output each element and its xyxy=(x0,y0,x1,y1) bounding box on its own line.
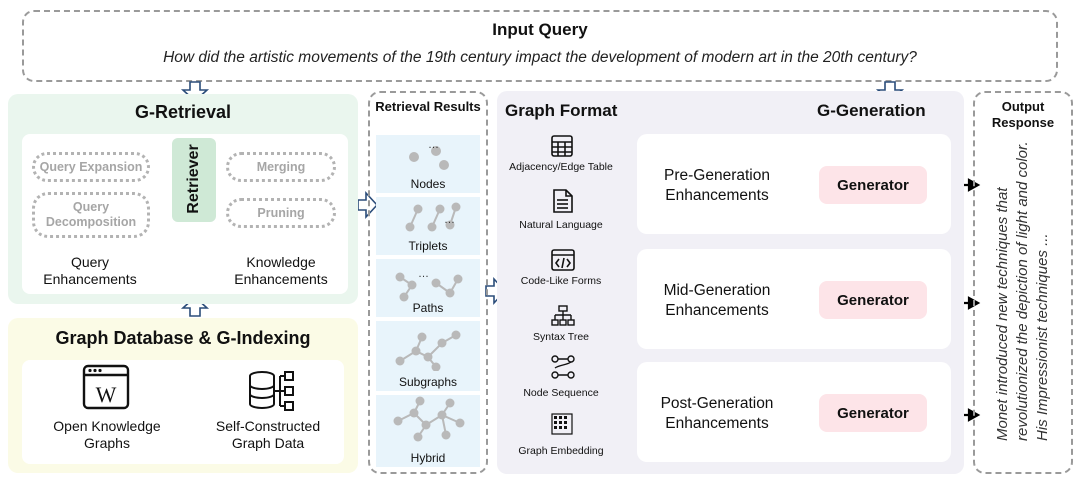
output-response-panel: Output Response xyxy=(973,91,1073,474)
g-retrieval-title: G-Retrieval xyxy=(134,102,232,122)
graph-database-panel: Graph Database & G-Indexing W Open Knowl… xyxy=(8,318,358,473)
g-retrieval-panel: G-Retrieval Query Expansion Query Decomp… xyxy=(8,94,358,304)
merging-pill: Merging xyxy=(226,152,336,182)
graph-database-title: Graph Database & G-Indexing xyxy=(55,328,311,348)
g-generation-title: G-Generation xyxy=(817,101,926,120)
format-label-node-sequence: Node Sequence xyxy=(523,387,599,399)
wikipedia-icon: W xyxy=(82,364,130,410)
svg-text:W: W xyxy=(96,382,117,407)
pre-generation-stage: Pre-Generation Enhancements Generator xyxy=(637,134,951,234)
result-label-nodes: Nodes xyxy=(410,177,446,191)
retriever-label: Retriever xyxy=(185,144,202,214)
pre-generator-box: Generator xyxy=(819,166,927,204)
post-generator-box: Generator xyxy=(819,394,927,432)
mid-generation-stage: Mid-Generation Enhancements Generator xyxy=(637,249,951,349)
output-response-text: Monet introduced new techniques that rev… xyxy=(994,141,1051,441)
document-icon xyxy=(553,189,573,213)
format-label-graph-embedding: Graph Embedding xyxy=(518,445,604,457)
pruning-pill: Pruning xyxy=(226,198,336,228)
result-hybrid: Hybrid xyxy=(376,395,480,467)
paths-graphic: … xyxy=(395,268,463,302)
knowledge-enhancements-caption: Knowledge Enhancements xyxy=(234,254,328,287)
code-icon xyxy=(551,249,575,271)
query-expansion-pill: Query Expansion xyxy=(32,152,150,182)
pre-generation-label: Pre-Generation Enhancements xyxy=(664,167,770,204)
subgraphs-graphic xyxy=(395,330,461,372)
triplets-graphic: … xyxy=(405,202,461,232)
format-label-adjacency: Adjacency/Edge Table xyxy=(509,161,613,173)
result-label-paths: Paths xyxy=(412,301,444,315)
database-icon xyxy=(249,371,294,411)
nodes-graphic: … xyxy=(409,139,449,170)
tree-icon xyxy=(551,305,575,326)
retrieval-results-title: Retrieval Results xyxy=(375,99,481,114)
result-nodes: … Nodes xyxy=(376,135,480,193)
table-icon xyxy=(551,135,573,157)
mid-generator-box: Generator xyxy=(819,281,927,319)
result-subgraphs: Subgraphs xyxy=(376,321,480,391)
g-retrieval-inner: Query Expansion Query Decomposition Retr… xyxy=(22,134,348,294)
post-generation-label: Post-Generation Enhancements xyxy=(660,395,774,432)
sequence-icon xyxy=(551,355,575,379)
input-query-title: Input Query xyxy=(492,20,588,39)
g-generation-panel: Graph Format G-Generation Adjacency/Edge… xyxy=(497,91,964,474)
retrieval-results-panel: Retrieval Results … Nodes … Triplets … P… xyxy=(368,91,488,474)
result-label-hybrid: Hybrid xyxy=(410,451,446,465)
input-query-box: Input Query How did the artistic movemen… xyxy=(22,10,1058,82)
svg-text:…: … xyxy=(418,268,429,280)
result-label-triplets: Triplets xyxy=(408,239,448,253)
svg-text:…: … xyxy=(444,214,455,226)
self-constructed-graph-label: Self-Constructed Graph Data xyxy=(215,418,321,451)
result-triplets: … Triplets xyxy=(376,197,480,255)
query-enhancements-caption: Query Enhancements xyxy=(43,254,137,287)
format-label-natural-language: Natural Language xyxy=(519,219,603,231)
post-generation-stage: Post-Generation Enhancements Generator xyxy=(637,362,951,462)
format-label-syntax-tree: Syntax Tree xyxy=(532,331,590,343)
embedding-icon xyxy=(551,413,573,435)
graph-format-title: Graph Format xyxy=(505,101,618,120)
hybrid-graphic xyxy=(393,396,465,442)
output-response-title: Output Response xyxy=(991,99,1055,130)
input-query-text: How did the artistic movements of the 19… xyxy=(163,49,917,66)
svg-text:…: … xyxy=(428,139,439,151)
open-knowledge-graphs-label: Open Knowledge Graphs xyxy=(53,418,161,451)
result-paths: … Paths xyxy=(376,259,480,317)
mid-generation-label: Mid-Generation Enhancements xyxy=(663,282,771,319)
result-label-subgraphs: Subgraphs xyxy=(398,375,458,389)
query-decomposition-pill: Query Decomposition xyxy=(32,192,150,238)
retriever-box: Retriever xyxy=(172,138,216,222)
format-label-code-like: Code-Like Forms xyxy=(520,275,602,287)
graph-database-inner: W Open Knowledge Graphs Self-Constructed… xyxy=(22,360,344,464)
retrieval-to-results-arrow xyxy=(357,190,379,220)
